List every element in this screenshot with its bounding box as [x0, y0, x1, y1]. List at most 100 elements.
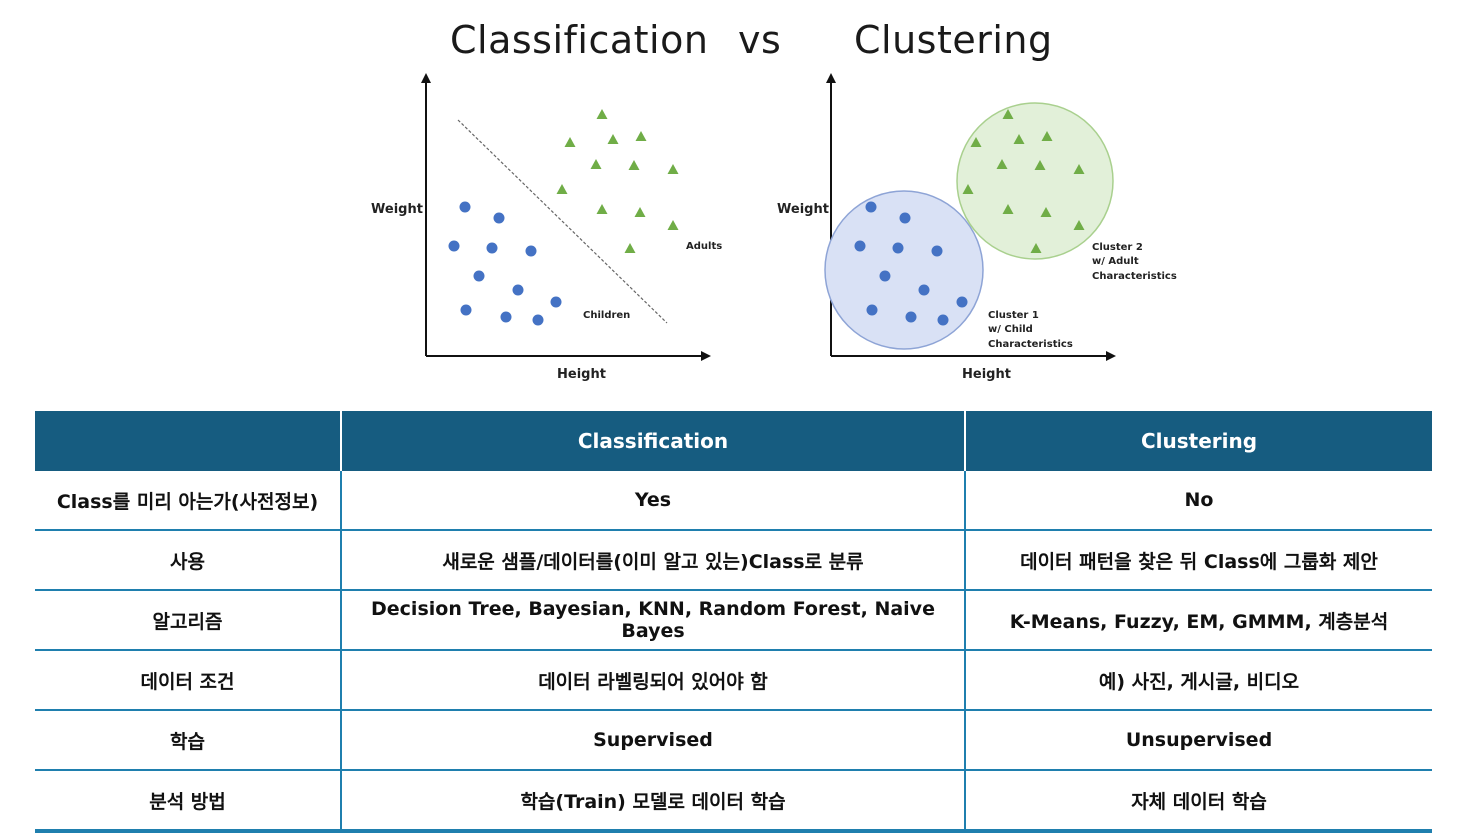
- title-clustering: Clustering: [854, 18, 1053, 62]
- cluster2-points: [962, 109, 1085, 253]
- cluster2-triangle: [996, 159, 1008, 169]
- classification-plot: Weight Height Adults Children: [371, 73, 722, 382]
- adults-points: [556, 109, 679, 253]
- table-row: 데이터 조건 데이터 라벨링되어 있어야 함 예) 사진, 게시글, 비디오: [35, 650, 1432, 711]
- cluster1-dot: [865, 201, 877, 213]
- row-label: Class를 미리 아는가(사전정보): [35, 471, 342, 531]
- child-dot: [448, 240, 460, 252]
- clustering-cell: Unsupervised: [965, 710, 1432, 771]
- adult-triangle: [590, 159, 602, 169]
- children-points: [448, 201, 562, 326]
- left-ylabel: Weight: [371, 202, 423, 217]
- cluster2-triangle: [1073, 164, 1085, 174]
- adult-triangle: [624, 243, 636, 253]
- cluster2-triangle: [1041, 131, 1053, 141]
- cluster2-triangle: [1034, 160, 1046, 170]
- child-dot: [486, 242, 498, 254]
- adult-triangle: [667, 164, 679, 174]
- clustering-plot: Weight Height Cluster 1 w/ Child Charact…: [777, 73, 1177, 382]
- cluster2-triangle: [1040, 207, 1052, 217]
- table-row: 학습 Supervised Unsupervised: [35, 710, 1432, 771]
- cluster1-dot: [892, 242, 904, 254]
- cluster2-circle: [956, 102, 1114, 260]
- classification-cell: 새로운 샘플/데이터를(이미 알고 있는)Class로 분류: [341, 530, 966, 591]
- table-row: 알고리즘 Decision Tree, Bayesian, KNN, Rando…: [35, 590, 1432, 651]
- row-label: 데이터 조건: [35, 650, 342, 711]
- adult-triangle: [628, 160, 640, 170]
- adult-triangle: [564, 137, 576, 147]
- table-row: 분석 방법 학습(Train) 모델로 데이터 학습 자체 데이터 학습: [35, 770, 1432, 833]
- cluster2-triangle: [1030, 243, 1042, 253]
- title-classification: Classification: [450, 18, 709, 62]
- clustering-cell: 데이터 패턴을 찾은 뒤 Class에 그룹화 제안: [965, 530, 1432, 591]
- cluster1-dot: [879, 270, 891, 282]
- cluster2-triangle: [1013, 134, 1025, 144]
- classification-cell: 데이터 라벨링되어 있어야 함: [341, 650, 966, 711]
- child-dot: [459, 201, 471, 213]
- adult-triangle: [667, 220, 679, 230]
- clustering-cell: K-Means, Fuzzy, EM, GMMM, 계층분석: [965, 590, 1432, 651]
- title-vs: vs: [738, 18, 782, 62]
- adult-triangle: [596, 204, 608, 214]
- classification-cell: Yes: [341, 471, 966, 531]
- clustering-cell: 자체 데이터 학습: [965, 770, 1432, 833]
- cluster1-label-line3: Characteristics: [988, 339, 1073, 350]
- adult-triangle: [607, 134, 619, 144]
- decision-boundary: [457, 119, 668, 324]
- child-dot: [532, 314, 544, 326]
- table-row: Class를 미리 아는가(사전정보) Yes No: [35, 471, 1432, 531]
- header-classification: Classification: [341, 411, 966, 471]
- cluster1-dot: [899, 212, 911, 224]
- children-label: Children: [583, 310, 630, 321]
- cluster2-triangle: [1002, 109, 1014, 119]
- table-header-row: Classification Clustering: [35, 411, 1432, 471]
- row-label: 분석 방법: [35, 770, 342, 833]
- cluster1-label-line1: Cluster 1: [988, 310, 1039, 321]
- cluster1-dot: [937, 314, 949, 326]
- clustering-cell: 예) 사진, 게시글, 비디오: [965, 650, 1432, 711]
- classification-cell: 학습(Train) 모델로 데이터 학습: [341, 770, 966, 833]
- child-dot: [473, 270, 485, 282]
- cluster2-label-line3: Characteristics: [1092, 271, 1177, 282]
- classification-cell: Decision Tree, Bayesian, KNN, Random For…: [341, 590, 966, 651]
- row-label: 학습: [35, 710, 342, 771]
- comparison-table: Classification Clustering Class를 미리 아는가(…: [35, 411, 1432, 833]
- classification-cell: Supervised: [341, 710, 966, 771]
- row-label: 사용: [35, 530, 342, 591]
- adult-triangle: [634, 207, 646, 217]
- adults-label: Adults: [686, 241, 722, 252]
- cluster1-dot: [905, 311, 917, 323]
- cluster1-label-line2: w/ Child: [988, 324, 1033, 335]
- cluster1-circle: [824, 190, 984, 350]
- comparison-diagram: Weight Height Adults Children Weight Hei…: [371, 73, 1177, 382]
- right-ylabel: Weight: [777, 202, 829, 217]
- right-xlabel: Height: [962, 367, 1011, 382]
- row-label: 알고리즘: [35, 590, 342, 651]
- cluster1-dot: [931, 245, 943, 257]
- header-clustering: Clustering: [965, 411, 1432, 471]
- adult-triangle: [556, 184, 568, 194]
- adult-triangle: [596, 109, 608, 119]
- child-dot: [550, 296, 562, 308]
- adult-triangle: [635, 131, 647, 141]
- cluster2-triangle: [962, 184, 974, 194]
- cluster1-dot: [866, 304, 878, 316]
- child-dot: [512, 284, 524, 296]
- cluster2-triangle: [970, 137, 982, 147]
- cluster2-triangle: [1002, 204, 1014, 214]
- child-dot: [525, 245, 537, 257]
- left-xlabel: Height: [557, 367, 606, 382]
- child-dot: [493, 212, 505, 224]
- cluster2-label-line2: w/ Adult: [1092, 256, 1139, 267]
- header-empty: [35, 411, 342, 471]
- cluster1-dot: [854, 240, 866, 252]
- cluster2-label-line1: Cluster 2: [1092, 242, 1143, 253]
- table-row: 사용 새로운 샘플/데이터를(이미 알고 있는)Class로 분류 데이터 패턴…: [35, 530, 1432, 591]
- cluster1-points: [854, 201, 968, 326]
- cluster2-triangle: [1073, 220, 1085, 230]
- child-dot: [500, 311, 512, 323]
- child-dot: [460, 304, 472, 316]
- cluster1-dot: [918, 284, 930, 296]
- clustering-cell: No: [965, 471, 1432, 531]
- cluster1-dot: [956, 296, 968, 308]
